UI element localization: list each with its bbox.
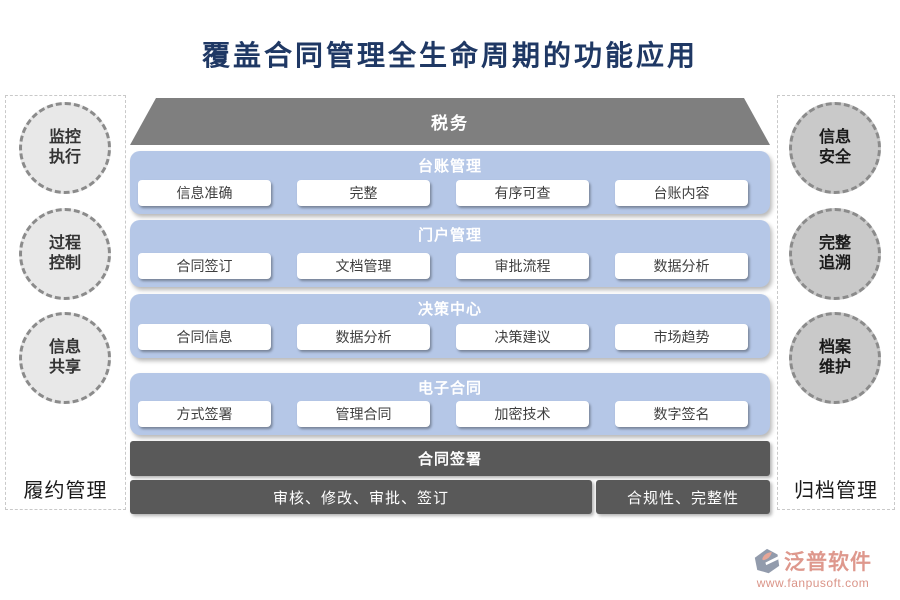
- item-button: 台账内容: [615, 180, 748, 206]
- top-banner-tax: 税务: [130, 98, 770, 145]
- item-button: 文档管理: [297, 253, 430, 279]
- contract-signing-bar: 合同签署: [130, 441, 770, 476]
- item-button: 加密技术: [456, 401, 589, 427]
- section-items-row: 信息准确 完整 有序可查 台账内容: [130, 180, 770, 206]
- review-modify-approve-sign-bar: 审核、修改、审批、签订: [130, 480, 592, 514]
- circle-info-security: 信息 安全: [789, 102, 881, 194]
- circle-text-line: 完整: [818, 235, 851, 252]
- item-button: 数字签名: [615, 401, 748, 427]
- circle-complete-trace: 完整 追溯: [789, 208, 881, 300]
- center-stack: 税务 台账管理 信息准确 完整 有序可查 台账内容 门户管理 合同签订 文档管理…: [130, 98, 770, 514]
- circle-text-line: 追溯: [818, 255, 851, 272]
- item-button: 信息准确: [138, 180, 271, 206]
- circle-process-control: 过程 控制: [19, 208, 111, 300]
- circle-text-line: 信息: [818, 129, 851, 146]
- section-items-row: 合同信息 数据分析 决策建议 市场趋势: [130, 324, 770, 350]
- circle-monitor-execution: 监控 执行: [19, 102, 111, 194]
- right-panel-label: 归档管理: [794, 480, 878, 502]
- circle-text-line: 安全: [818, 149, 851, 166]
- section-decision-center: 决策中心 合同信息 数据分析 决策建议 市场趋势: [130, 294, 770, 358]
- item-button: 数据分析: [615, 253, 748, 279]
- item-button: 合同信息: [138, 324, 271, 350]
- item-button: 审批流程: [456, 253, 589, 279]
- left-panel: 监控 执行 过程 控制 信息 共享 履约管理: [5, 95, 126, 510]
- circle-text-line: 过程: [48, 235, 81, 252]
- item-button: 有序可查: [456, 180, 589, 206]
- circle-text-line: 档案: [818, 339, 851, 356]
- item-button: 数据分析: [297, 324, 430, 350]
- item-button: 决策建议: [456, 324, 589, 350]
- section-items-row: 合同签订 文档管理 审批流程 数据分析: [130, 253, 770, 279]
- circle-archive-maintain: 档案 维护: [789, 312, 881, 404]
- watermark-brand-text: 泛普软件: [784, 551, 872, 574]
- item-button: 管理合同: [297, 401, 430, 427]
- section-header: 台账管理: [417, 158, 482, 175]
- section-electronic-contract: 电子合同 方式签署 管理合同 加密技术 数字签名: [130, 373, 770, 435]
- section-header: 电子合同: [417, 380, 482, 397]
- section-items-row: 方式签署 管理合同 加密技术 数字签名: [130, 401, 770, 427]
- compliance-integrity-bar: 合规性、完整性: [596, 480, 770, 514]
- circle-text-line: 共享: [48, 359, 81, 376]
- bottom-bars-row: 审核、修改、审批、签订 合规性、完整性: [130, 480, 770, 514]
- item-button: 完整: [297, 180, 430, 206]
- section-ledger-management: 台账管理 信息准确 完整 有序可查 台账内容: [130, 151, 770, 214]
- circle-text-line: 监控: [48, 129, 81, 146]
- left-panel-label: 履约管理: [23, 480, 108, 502]
- circle-text-line: 控制: [48, 255, 81, 272]
- page-title: 覆盖合同管理全生命周期的功能应用: [201, 41, 698, 72]
- section-header: 决策中心: [417, 301, 482, 318]
- item-button: 方式签署: [138, 401, 271, 427]
- section-header: 门户管理: [417, 227, 482, 244]
- watermark: 泛普软件 www.fanpusoft.com: [738, 546, 888, 590]
- fanpu-logo-icon: [754, 548, 780, 574]
- item-button: 合同签订: [138, 253, 271, 279]
- circle-text-line: 维护: [818, 359, 851, 376]
- item-button: 市场趋势: [615, 324, 748, 350]
- section-portal-management: 门户管理 合同签订 文档管理 审批流程 数据分析: [130, 220, 770, 287]
- circle-text-line: 信息: [48, 339, 81, 356]
- circle-text-line: 执行: [48, 149, 81, 166]
- circle-info-sharing: 信息 共享: [19, 312, 111, 404]
- watermark-url: www.fanpusoft.com: [756, 576, 870, 590]
- right-panel: 信息 安全 完整 追溯 档案 维护 归档管理: [777, 95, 895, 510]
